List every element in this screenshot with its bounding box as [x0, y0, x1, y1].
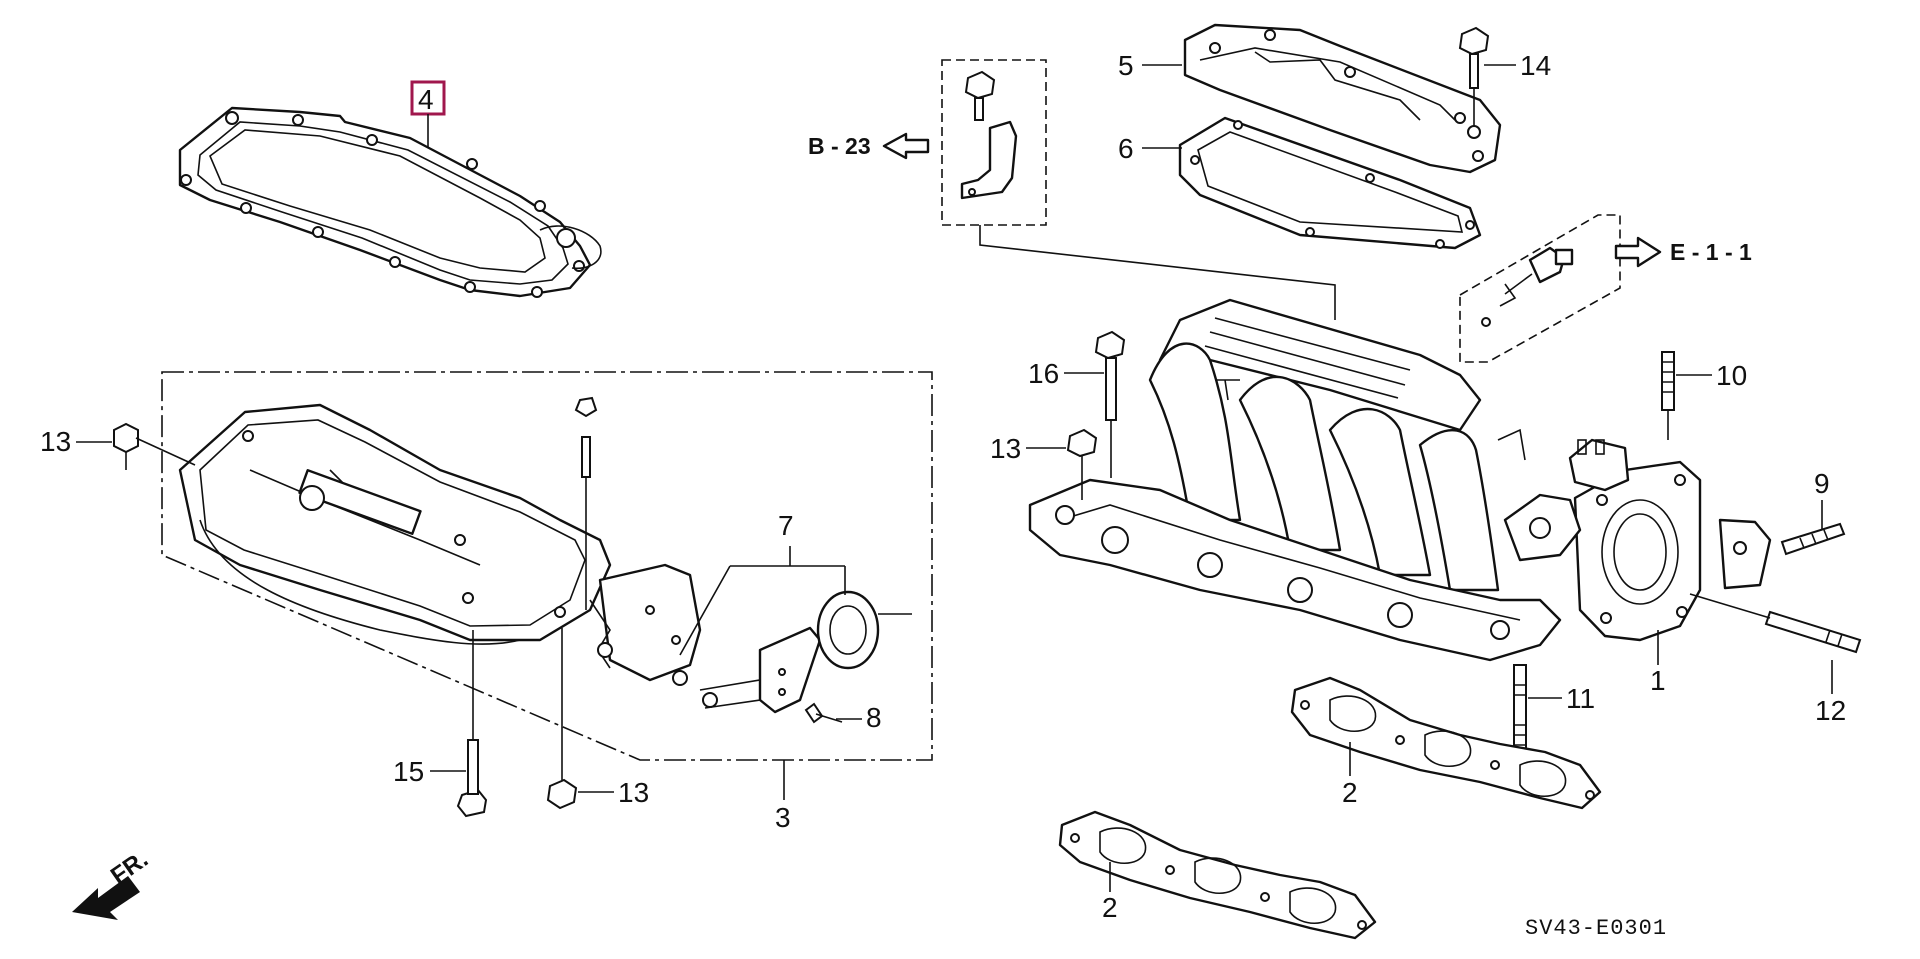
stud-bolt-center[interactable]	[574, 396, 598, 610]
callout-16[interactable]: 16	[1028, 358, 1059, 389]
front-label: FR.	[106, 846, 153, 890]
callout-7[interactable]: 7	[778, 510, 794, 541]
diagram-code: SV43-E0301	[1525, 916, 1667, 941]
callout-1[interactable]: 1	[1650, 665, 1666, 696]
callout-2-upper[interactable]: 2	[1342, 777, 1358, 808]
part-10-stud[interactable]	[1661, 351, 1675, 440]
callout-9[interactable]: 9	[1814, 468, 1830, 499]
callout-11[interactable]: 11	[1566, 683, 1595, 714]
reference-b23[interactable]: B - 23	[808, 133, 871, 159]
part-3-assembly-frame	[161, 371, 933, 761]
sensor-dashed-frame	[1459, 214, 1621, 363]
part-8-bolt[interactable]	[804, 702, 843, 724]
part-6-gasket[interactable]	[1178, 116, 1482, 250]
part-5-cover[interactable]	[1183, 23, 1502, 174]
bracket-with-bolt[interactable]	[960, 70, 1018, 200]
front-direction-arrow	[72, 876, 140, 920]
part-13-nut-bottom[interactable]	[546, 628, 578, 810]
callout-14[interactable]: 14	[1520, 50, 1551, 81]
arrow-to-e11[interactable]	[1614, 236, 1662, 268]
part-13-nut-right[interactable]	[1066, 428, 1098, 500]
part-9-stud[interactable]	[1780, 522, 1846, 556]
part-14-bolt[interactable]	[1458, 26, 1490, 139]
callout-4[interactable]: 4	[418, 84, 434, 115]
part-15-bolt[interactable]	[456, 630, 488, 818]
part-1-intake-manifold[interactable]	[1028, 298, 1772, 662]
callout-15[interactable]: 15	[393, 756, 424, 787]
part-13-nut-left[interactable]	[113, 422, 139, 470]
callout-12[interactable]: 12	[1815, 695, 1846, 726]
callout-5[interactable]: 5	[1118, 50, 1134, 81]
callout-13-left[interactable]: 13	[40, 426, 71, 457]
part-2-gasket-lower[interactable]	[1058, 810, 1377, 940]
part-3-valve-body[interactable]	[589, 563, 702, 682]
part-12-stud[interactable]	[1689, 593, 1862, 654]
callout-13-right[interactable]: 13	[990, 433, 1021, 464]
part-4-gasket[interactable]	[178, 106, 602, 298]
callout-3[interactable]: 3	[775, 802, 791, 833]
part-3-lower-manifold-chamber[interactable]	[178, 403, 612, 645]
temperature-sensor[interactable]	[1481, 246, 1574, 327]
callout-13-bottom[interactable]: 13	[618, 777, 649, 808]
part-11-stud[interactable]	[1513, 664, 1527, 756]
part-16-bolt[interactable]	[1094, 330, 1126, 478]
callout-2-lower[interactable]: 2	[1102, 892, 1118, 923]
bracket-dashed-frame	[941, 59, 1047, 226]
part-7-actuator[interactable]	[672, 590, 912, 714]
callout-6[interactable]: 6	[1118, 133, 1134, 164]
reference-e11[interactable]: E - 1 - 1	[1670, 239, 1752, 265]
arrow-to-b23[interactable]	[882, 132, 930, 160]
part-2-gasket-upper[interactable]	[1290, 676, 1602, 810]
callout-10[interactable]: 10	[1716, 360, 1747, 391]
callout-8[interactable]: 8	[866, 702, 882, 733]
